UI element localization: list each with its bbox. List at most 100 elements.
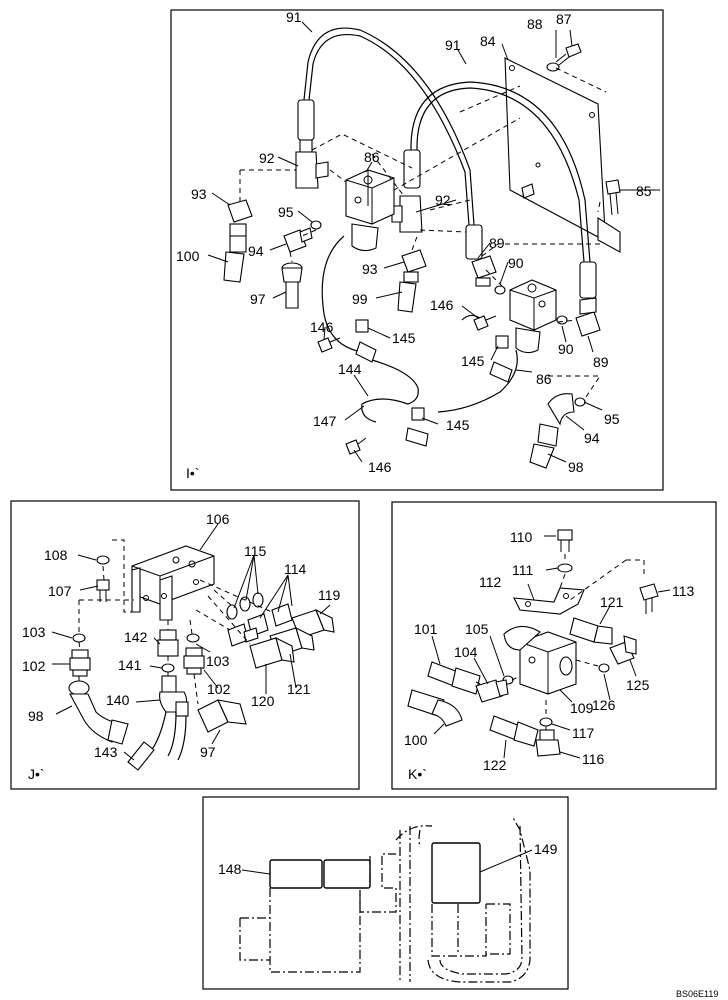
elbow-89-upper xyxy=(471,255,497,287)
bolt-146-c xyxy=(345,437,367,455)
panel-j-labels: 106 108 115 114 107 119 103 142 103 102 … xyxy=(22,511,341,760)
label: 94 xyxy=(248,243,264,259)
label: 110 xyxy=(510,529,533,545)
label: 102 xyxy=(22,658,46,674)
label: 120 xyxy=(251,693,275,709)
label: 98 xyxy=(568,459,584,475)
bolt-146-b xyxy=(473,315,497,331)
fitting-97-upper xyxy=(281,262,303,309)
bolt-110 xyxy=(557,529,573,552)
connector-145-a xyxy=(355,319,377,363)
panel-i: 91 91 88 87 84 86 92 93 95 85 92 94 100 … xyxy=(170,9,664,491)
label: 92 xyxy=(435,192,451,208)
mounting-plate xyxy=(504,57,621,253)
elbow-125 xyxy=(609,635,637,665)
component-148 xyxy=(269,859,371,889)
sleeve-143 xyxy=(127,741,155,771)
label: 141 xyxy=(118,657,142,673)
label: 84 xyxy=(480,33,496,49)
panel-k-assembly-lines xyxy=(475,554,645,730)
label: 113 xyxy=(672,583,695,599)
label: 106 xyxy=(206,511,230,527)
label: 148 xyxy=(218,861,242,877)
panel-k-leader-lines xyxy=(431,535,671,759)
fitting-97-panel-j xyxy=(197,699,247,733)
solenoid-valve-109 xyxy=(503,625,577,695)
label: 144 xyxy=(338,361,362,377)
oring-90-lower xyxy=(556,315,568,325)
label: 89 xyxy=(489,235,505,251)
label: 147 xyxy=(313,413,337,429)
panel-i-tag: I•` xyxy=(186,465,199,481)
fitting-104 xyxy=(475,679,509,703)
label: 97 xyxy=(200,744,216,760)
label: 145 xyxy=(461,353,485,369)
connector-145-b xyxy=(489,335,513,383)
label: 94 xyxy=(584,430,600,446)
label: 91 xyxy=(286,9,302,25)
elbow-89-lower xyxy=(575,297,601,337)
bolt-87 xyxy=(555,43,582,66)
label: 105 xyxy=(465,621,489,637)
fitting-98-panel-i xyxy=(529,423,559,469)
bolt-113 xyxy=(639,583,659,614)
manifold-block-106 xyxy=(131,545,215,621)
label: 109 xyxy=(570,700,594,716)
label: 104 xyxy=(454,644,478,660)
washer-111 xyxy=(557,563,573,573)
fitting-100 xyxy=(223,235,247,283)
label: 146 xyxy=(310,319,334,335)
label: 91 xyxy=(445,37,461,53)
panel-k-labels: 110 111 113 112 121 101 105 104 125 126 … xyxy=(404,529,695,773)
label: 117 xyxy=(572,725,595,741)
panel-j-tag: J•` xyxy=(28,766,45,782)
label: 103 xyxy=(22,624,46,640)
oring-103-mid xyxy=(186,633,200,643)
label: 93 xyxy=(362,261,378,277)
hose-91-b xyxy=(410,81,591,263)
label: 114 xyxy=(284,561,307,577)
adapter-142 xyxy=(157,629,179,657)
harness-wire-d xyxy=(461,314,481,321)
label: 90 xyxy=(558,341,574,357)
label: 112 xyxy=(479,574,502,590)
connector-145-c xyxy=(405,407,429,447)
harness-wire-a xyxy=(321,235,363,353)
label: 119 xyxy=(318,587,341,603)
orings-115 xyxy=(226,592,264,620)
leader-148 xyxy=(241,869,271,875)
panel-k-tag: K•` xyxy=(408,766,427,782)
panel-j: 106 108 115 114 107 119 103 142 103 102 … xyxy=(10,500,360,790)
pressure-switch-140 xyxy=(149,675,189,761)
fitting-120 xyxy=(249,636,295,669)
label: 125 xyxy=(626,677,650,693)
elbow-94-upper xyxy=(283,227,313,253)
valve-block-86-upper xyxy=(345,169,395,252)
label: 102 xyxy=(207,681,231,697)
panel-j-assembly-lines xyxy=(78,539,273,705)
label: 143 xyxy=(94,744,118,760)
fitting-122 xyxy=(489,715,539,747)
fitting-121-panel-k xyxy=(569,617,613,645)
oring-90-upper xyxy=(494,285,506,295)
elbow-94-lower xyxy=(547,393,575,426)
hose-91-a xyxy=(303,27,475,226)
hose-91-a2 xyxy=(308,34,470,226)
label: 121 xyxy=(287,681,311,697)
label: 146 xyxy=(368,459,392,475)
adapter-102-left xyxy=(69,649,91,677)
bolt-146-a xyxy=(317,337,341,353)
label: 89 xyxy=(593,354,609,370)
label: 90 xyxy=(508,255,524,271)
panel-i-leader-lines xyxy=(207,21,660,463)
fitting-92-left xyxy=(295,99,329,189)
elbow-93-mid xyxy=(401,249,427,283)
adapter-102-mid xyxy=(183,647,205,675)
label: 93 xyxy=(191,186,207,202)
label: 140 xyxy=(106,692,130,708)
label: 115 xyxy=(244,543,267,559)
label: 86 xyxy=(364,149,380,165)
fitting-116 xyxy=(535,729,561,757)
harness-wire-b xyxy=(361,359,419,423)
